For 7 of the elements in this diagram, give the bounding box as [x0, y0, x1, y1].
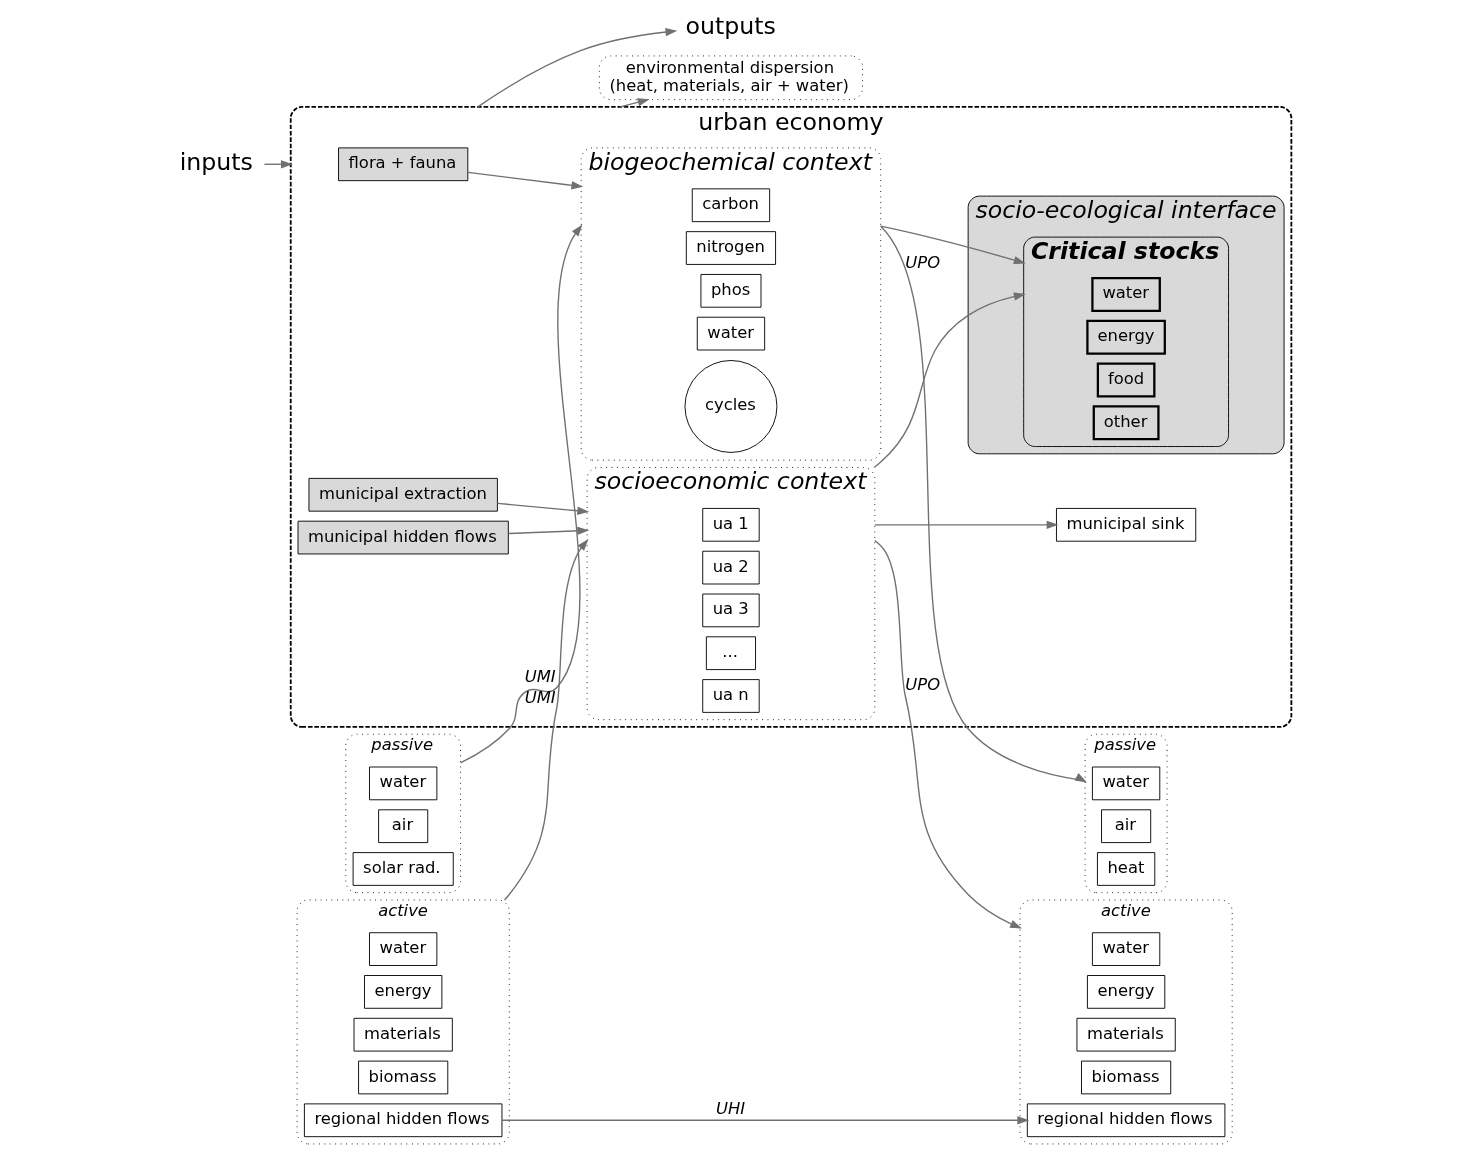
- edge-label: UPO: [905, 252, 941, 272]
- edge-label: UPO: [905, 674, 941, 694]
- edge-label: UMI: [524, 687, 556, 707]
- node-text: outputs: [685, 12, 776, 41]
- node-text: inputs: [179, 148, 253, 177]
- edge-label: UHI: [715, 1099, 746, 1119]
- edge-label: UMI: [524, 666, 556, 686]
